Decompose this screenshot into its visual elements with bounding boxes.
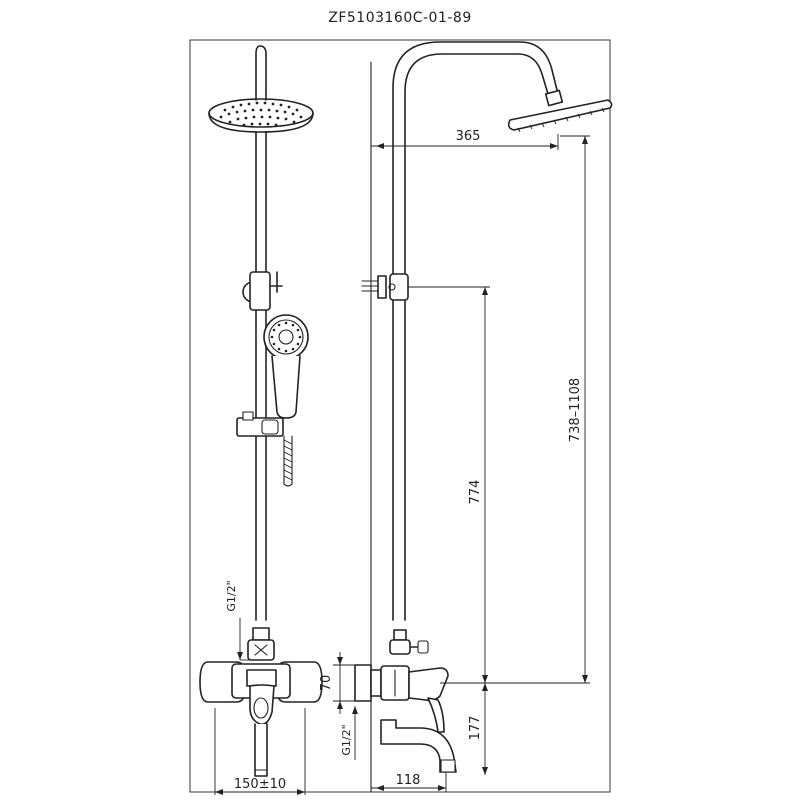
diverter-side: [389, 629, 429, 655]
dim-365-label: 365: [456, 129, 481, 144]
dim-holder-to-outlet: 774: [468, 287, 488, 683]
rain-shower-head-side: [507, 99, 613, 133]
dim-738-1108-label: 738–1108: [568, 378, 583, 442]
side-view: 365: [319, 41, 613, 793]
front-thread-label: G1/2": [225, 580, 238, 611]
dim-head-height-range: 738–1108: [560, 135, 590, 683]
dim-118-label: 118: [396, 773, 421, 788]
mixer-body-front: [199, 661, 323, 726]
model-code: ZF5103160C-01-89: [328, 10, 472, 26]
dim-70-label: 70: [319, 675, 334, 692]
dim-outlet-to-floor: 177: [468, 683, 488, 775]
dim-front-thread: G1/2": [225, 580, 252, 661]
front-view: 150±10 G1/2": [199, 45, 323, 795]
drawing-frame: [189, 39, 611, 793]
spout-side: [380, 719, 457, 773]
spout-front: [254, 723, 268, 777]
diverter-front: [247, 627, 275, 661]
dim-774-label: 774: [468, 480, 483, 505]
dim-spout-reach: 118: [371, 772, 447, 792]
dim-side-thread: G1/2": [340, 706, 358, 760]
riser-arm-side: [392, 41, 559, 621]
hand-shower-front: [263, 314, 309, 419]
riser-pipe-front: [255, 131, 267, 621]
dim-mixer-height: 70: [319, 652, 355, 714]
shower-hose-front: [283, 435, 293, 487]
slide-holder-front: [236, 411, 284, 437]
wall-bracket-front: [242, 271, 283, 311]
wall-bracket-side: [361, 273, 409, 301]
dim-177-label: 177: [468, 716, 483, 741]
rain-shower-head-front: [208, 93, 314, 133]
side-thread-label: G1/2": [340, 724, 353, 755]
dim-arm-reach: 365: [371, 129, 559, 150]
dim-inlet-spacing: 150±10: [214, 708, 306, 795]
mixer-body-side: [354, 664, 449, 733]
dim-150-label: 150±10: [234, 777, 286, 792]
